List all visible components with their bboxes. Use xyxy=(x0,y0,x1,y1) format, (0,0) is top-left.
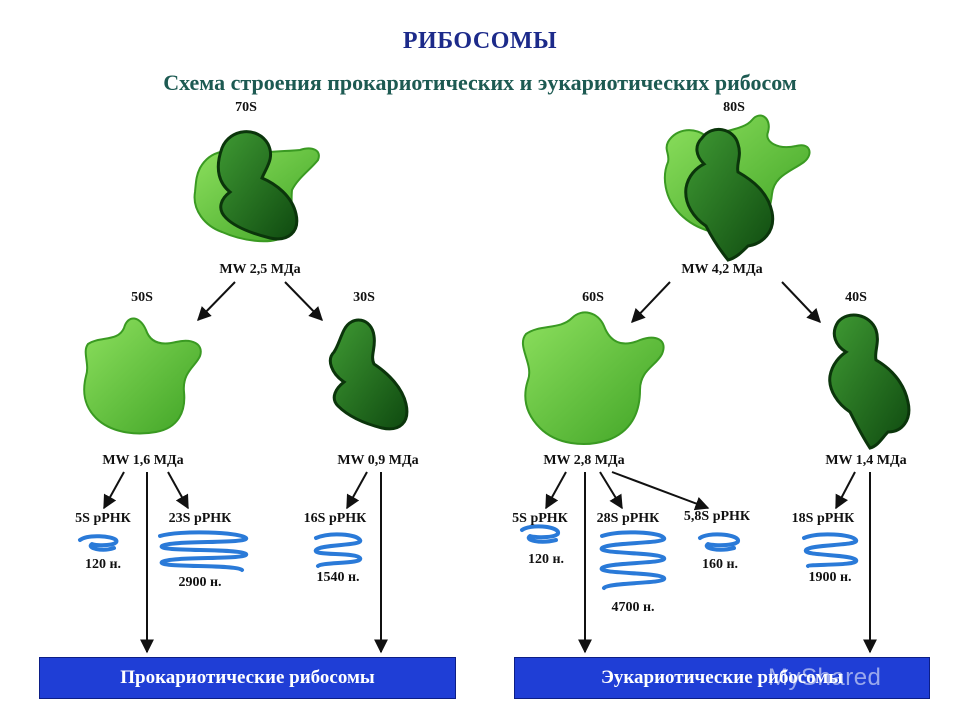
rna-58s-name: 5,8S рРНК xyxy=(683,509,751,524)
rna-23s-length: 2900 н. xyxy=(178,575,222,590)
page-subtitle: Схема строения прокариотических и эукари… xyxy=(163,70,797,95)
arrow-30s-to-16s xyxy=(346,471,368,510)
rna-58s-length: 160 н. xyxy=(701,557,739,572)
label-30s: 30S xyxy=(353,290,375,305)
arrow-60s-to-58s xyxy=(611,471,710,511)
mw-40s: MW 1,4 МДа xyxy=(825,453,907,468)
arrow-60s-to-28s xyxy=(599,471,623,510)
label-60s: 60S xyxy=(582,290,604,305)
ribosome-70s-shape xyxy=(193,130,320,243)
arrow-60s-to-5s xyxy=(545,471,567,510)
label-80s: 80S xyxy=(723,100,745,115)
subunit-30s-shape xyxy=(328,318,409,431)
mw-50s: MW 1,6 МДа xyxy=(102,453,184,468)
rna-28s-length: 4700 н. xyxy=(611,600,655,615)
label-50s: 50S xyxy=(131,290,153,305)
arrow-40s-to-18s xyxy=(835,471,856,510)
arrow-80s-to-40s xyxy=(781,281,821,324)
rna-28s-squiggle xyxy=(599,530,667,590)
mw-80s: MW 4,2 МДа xyxy=(681,262,763,277)
mw-60s: MW 2,8 МДа xyxy=(543,453,625,468)
rna-18s-name: 18S рРНК xyxy=(791,511,855,526)
rna-5s-prok-name: 5S рРНК xyxy=(75,511,131,526)
page-title: РИБОСОМЫ xyxy=(402,28,558,54)
footer-eukaryotic: Эукариотические рибосомы xyxy=(514,657,930,699)
subunit-60s-shape xyxy=(521,311,665,445)
watermark-logo: MyShared xyxy=(768,664,882,691)
rna-5s-prok-length: 120 н. xyxy=(84,557,122,572)
rna-23s-name: 23S рРНК xyxy=(168,511,232,526)
subunit-50s-shape xyxy=(83,317,202,435)
arrow-50s-to-23s xyxy=(167,471,189,510)
label-40s: 40S xyxy=(845,290,867,305)
rna-5s-euk-length: 120 н. xyxy=(527,552,565,567)
rna-5s-prok-squiggle xyxy=(78,534,119,552)
rna-23s-squiggle xyxy=(158,530,249,572)
rna-5s-euk-squiggle xyxy=(520,524,560,544)
arrow-50s-to-5s xyxy=(103,471,125,510)
rna-16s-squiggle xyxy=(313,532,363,568)
rna-5s-euk-name: 5S рРНК xyxy=(512,511,568,526)
arrow-70s-to-30s xyxy=(284,281,323,322)
ribosome-80s-shape xyxy=(663,114,811,262)
label-70s: 70S xyxy=(235,100,257,115)
rna-58s-squiggle xyxy=(698,532,740,552)
rna-18s-length: 1900 н. xyxy=(808,570,852,585)
rna-18s-squiggle xyxy=(802,532,859,568)
footer-prokaryotic: Прокариотические рибосомы xyxy=(39,657,456,699)
subunit-40s-shape xyxy=(828,313,911,450)
rna-28s-name: 28S рРНК xyxy=(596,511,660,526)
mw-70s: MW 2,5 МДа xyxy=(219,262,301,277)
mw-30s: MW 0,9 МДа xyxy=(337,453,419,468)
arrow-80s-to-60s xyxy=(631,281,671,324)
arrow-70s-to-50s xyxy=(197,281,236,322)
rna-16s-length: 1540 н. xyxy=(316,570,360,585)
rna-16s-name: 16S рРНК xyxy=(303,511,367,526)
